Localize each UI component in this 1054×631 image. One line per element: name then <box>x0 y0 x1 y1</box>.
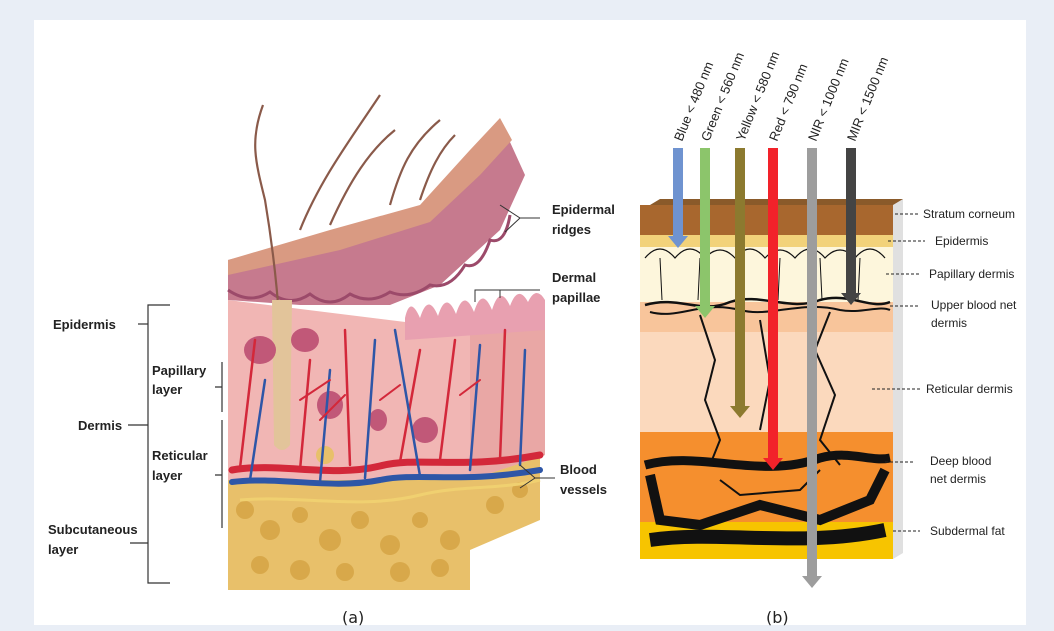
label-epidermal-ridges-2: ridges <box>552 222 591 237</box>
layer-reticular-dermis <box>640 332 893 432</box>
hair-follicle <box>272 300 292 450</box>
wavelength-label-4: NIR < 1000 nm <box>805 56 852 143</box>
skin-illustration <box>228 95 545 590</box>
label-reticular-dermis: Reticular dermis <box>926 382 1013 396</box>
label-epidermal-ridges-1: Epidermal <box>552 202 615 217</box>
label-subdermal-fat: Subdermal fat <box>930 524 1005 538</box>
label-upper-blood-net-2: dermis <box>931 316 967 330</box>
label-dermal-papillae-2: papillae <box>552 290 600 305</box>
reticular-bracket <box>215 420 222 528</box>
caption-a: (a) <box>342 608 364 627</box>
label-papillary-1: Papillary <box>152 363 207 378</box>
label-blood-vessels-2: vessels <box>560 482 607 497</box>
label-stratum-corneum: Stratum corneum <box>923 207 1015 221</box>
label-reticular-2: layer <box>152 468 182 483</box>
papillary-bracket <box>215 362 222 412</box>
block-side-face <box>893 199 903 559</box>
label-reticular-1: Reticular <box>152 448 208 463</box>
label-deep-blood-net-1: Deep blood <box>930 454 991 468</box>
label-blood-vessels-1: Blood <box>560 462 597 477</box>
label-dermis: Dermis <box>78 418 122 433</box>
label-papillary-dermis: Papillary dermis <box>929 267 1014 281</box>
label-subcutaneous-1: Subcutaneous <box>48 522 138 537</box>
layer-upper-blood-net <box>640 302 893 332</box>
label-epidermis: Epidermis <box>53 317 116 332</box>
pacinian-corpuscle <box>316 446 334 464</box>
caption-b: (b) <box>766 608 789 627</box>
label-papillary-2: layer <box>152 382 182 397</box>
label-subcutaneous-2: layer <box>48 542 78 557</box>
left-brackets <box>128 305 222 583</box>
label-dermal-papillae-1: Dermal <box>552 270 596 285</box>
wavelength-label-5: MIR < 1500 nm <box>844 55 891 143</box>
label-upper-blood-net-1: Upper blood net <box>931 298 1017 312</box>
label-deep-blood-net-2: net dermis <box>930 472 986 486</box>
label-layer-epidermis: Epidermis <box>935 234 988 248</box>
